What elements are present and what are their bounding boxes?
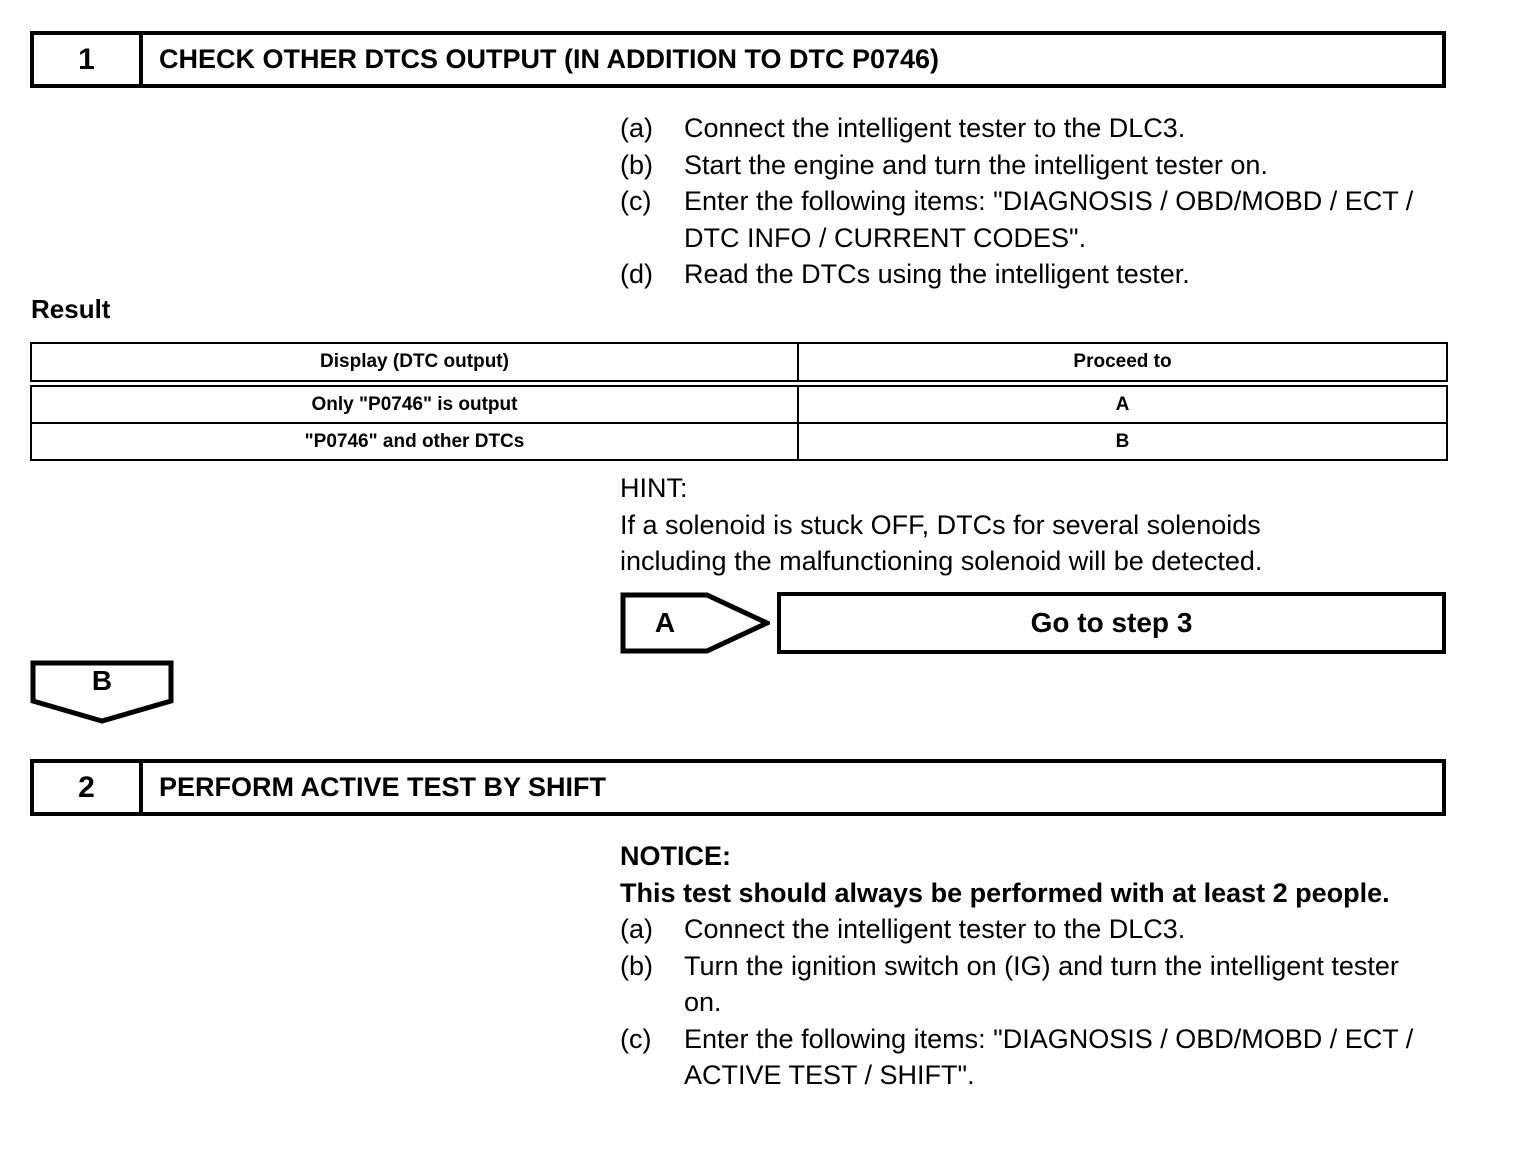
goto-step-3-box[interactable]: Go to step 3 — [777, 592, 1446, 654]
step-1-header: 1 CHECK OTHER DTCS OUTPUT (IN ADDITION T… — [30, 31, 1446, 88]
notice-heading: NOTICE: — [620, 841, 731, 871]
result-table: Display (DTC output) Proceed to Only "P0… — [30, 342, 1448, 461]
result-label: Result — [31, 294, 111, 324]
procedure-item: (d) Read the DTCs using the intelligent … — [620, 256, 1440, 293]
procedure-text: Enter the following items: "DIAGNOSIS / … — [684, 186, 1414, 253]
procedure-item: (b) Start the engine and turn the intell… — [620, 147, 1440, 184]
cell-proceed-to: A — [797, 382, 1448, 424]
procedure-text: Read the DTCs using the intelligent test… — [684, 259, 1190, 289]
hint-line-1: If a solenoid is stuck OFF, DTCs for sev… — [620, 509, 1261, 540]
procedure-marker: (c) — [620, 1023, 652, 1054]
procedure-marker: (b) — [620, 950, 653, 981]
procedure-item: (b) Turn the ignition switch on (IG) and… — [620, 948, 1440, 1021]
procedure-text: Connect the intelligent tester to the DL… — [684, 113, 1186, 143]
pentagon-down-icon — [30, 660, 174, 724]
cell-display: "P0746" and other DTCs — [30, 422, 799, 461]
connector-a-letter: A — [654, 607, 676, 638]
hint-block: HINT: If a solenoid is stuck OFF, DTCs f… — [620, 470, 1440, 580]
procedure-item: (a) Connect the intelligent tester to th… — [620, 911, 1440, 948]
cell-display: Only "P0746" is output — [30, 382, 799, 424]
step-1-title: CHECK OTHER DTCS OUTPUT (IN ADDITION TO … — [159, 44, 940, 74]
step-2-header: 2 PERFORM ACTIVE TEST BY SHIFT — [30, 759, 1446, 816]
connector-b: B — [30, 660, 174, 724]
procedure-text: Turn the ignition switch on (IG) and tur… — [684, 950, 1399, 1018]
procedure-text: Start the engine and turn the intelligen… — [684, 149, 1268, 180]
column-header-proceed-to: Proceed to — [797, 342, 1448, 387]
table-header-row: Display (DTC output) Proceed to — [30, 342, 1448, 387]
procedure-marker: (d) — [620, 259, 653, 289]
procedure-marker: (a) — [620, 113, 653, 143]
procedure-text: Enter the following items: "DIAGNOSIS / … — [684, 1023, 1414, 1091]
step-2-title: PERFORM ACTIVE TEST BY SHIFT — [159, 772, 607, 802]
step-1-number: 1 — [34, 35, 143, 84]
procedure-marker: (c) — [620, 186, 652, 216]
procedure-marker: (b) — [620, 149, 653, 180]
hint-line-2: including the malfunctioning solenoid wi… — [620, 546, 1263, 576]
procedure-item: (a) Connect the intelligent tester to th… — [620, 110, 1440, 147]
table-row: Only "P0746" is output A — [30, 382, 1448, 424]
connector-a: A — [620, 592, 770, 654]
notice-body: This test should always be performed wit… — [620, 877, 1390, 908]
column-header-display: Display (DTC output) — [30, 342, 799, 387]
connector-b-letter: B — [91, 665, 113, 696]
flow-connector-a-row: A Go to step 3 — [620, 592, 1446, 654]
step-2-content: NOTICE: This test should always be perfo… — [620, 838, 1440, 1094]
procedure-text: Connect the intelligent tester to the DL… — [684, 914, 1186, 944]
procedure-marker: (a) — [620, 914, 653, 944]
pentagon-right-icon — [620, 592, 770, 654]
procedure-item: (c) Enter the following items: "DIAGNOSI… — [620, 183, 1440, 256]
table-row: "P0746" and other DTCs B — [30, 422, 1448, 461]
procedure-item: (c) Enter the following items: "DIAGNOSI… — [620, 1021, 1440, 1094]
step-2-number: 2 — [34, 763, 143, 812]
step-1-procedure-list: (a) Connect the intelligent tester to th… — [620, 110, 1440, 293]
cell-proceed-to: B — [797, 422, 1448, 461]
hint-heading: HINT: — [620, 473, 688, 503]
